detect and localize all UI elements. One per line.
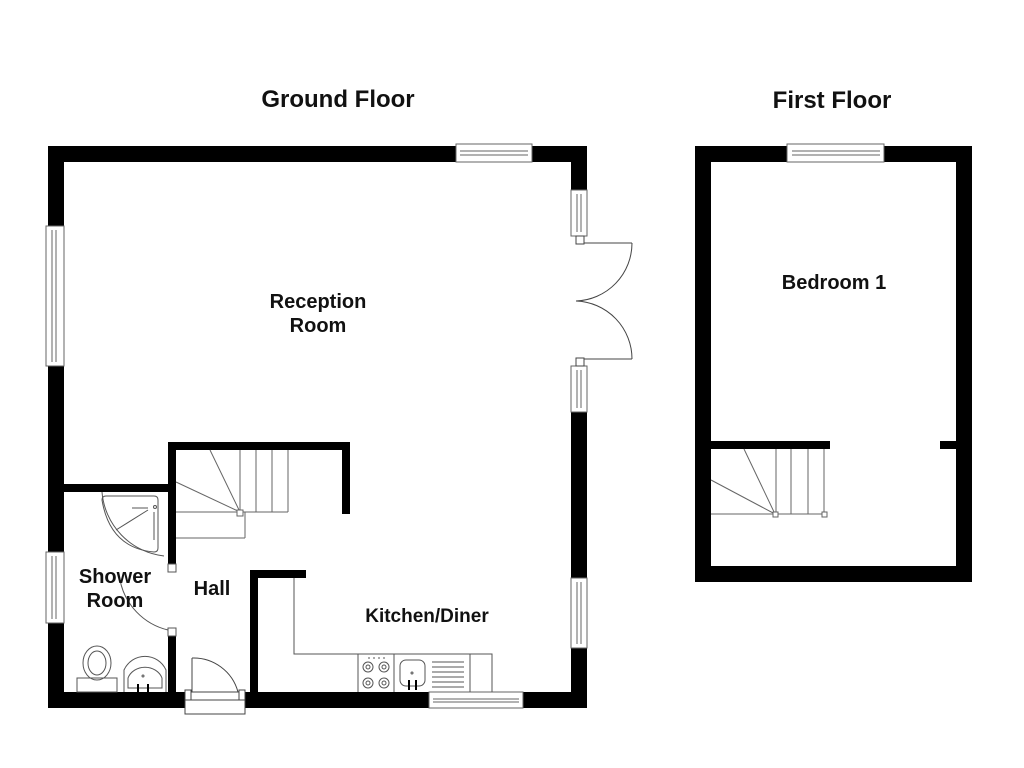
- ground-floor-windows: [45, 143, 588, 709]
- shower-room-label: Shower Room: [62, 565, 168, 613]
- first-floor-plan: [695, 143, 972, 582]
- kitchen-units: [293, 578, 493, 692]
- shower-door: [119, 563, 177, 637]
- reception-room-label: Reception Room: [218, 290, 418, 338]
- window-top-bedroom: [786, 143, 885, 163]
- reception-label-line2: Room: [289, 315, 347, 337]
- window-bottom-kitchen: [428, 691, 524, 709]
- window-left-shower: [45, 551, 65, 624]
- kitchen-diner-label: Kitchen/Diner: [365, 606, 489, 627]
- sink-icon: [399, 659, 464, 690]
- first-floor-title: First Floor: [772, 87, 892, 114]
- hob-icon: [362, 657, 390, 689]
- ground-floor-plan: [45, 143, 633, 715]
- shower-label-line1: Shower: [78, 566, 152, 588]
- first-floor-walls: [695, 146, 972, 582]
- front-door: [184, 657, 246, 715]
- toilet-icon: [82, 645, 112, 681]
- hall-label: Hall: [193, 578, 231, 600]
- window-left-reception: [45, 225, 65, 367]
- french-doors: [575, 235, 633, 367]
- ground-floor-walls: [48, 146, 587, 708]
- ground-floor-title: Ground Floor: [261, 86, 415, 113]
- bedroom-1-label: Bedroom 1: [781, 272, 887, 294]
- shower-tray: [101, 491, 165, 557]
- reception-label-line1: Reception: [269, 291, 367, 313]
- window-right-lower: [570, 365, 588, 413]
- shower-room-fixtures: [76, 645, 167, 693]
- ground-floor-stairs: [175, 449, 289, 539]
- window-right-upper: [570, 189, 588, 237]
- first-floor-windows: [786, 143, 885, 163]
- basin-icon: [123, 655, 167, 692]
- shower-label-line2: Room: [86, 590, 144, 612]
- window-top-reception: [455, 143, 533, 163]
- window-right-kitchen: [570, 577, 588, 649]
- first-floor-stairs: [710, 448, 828, 518]
